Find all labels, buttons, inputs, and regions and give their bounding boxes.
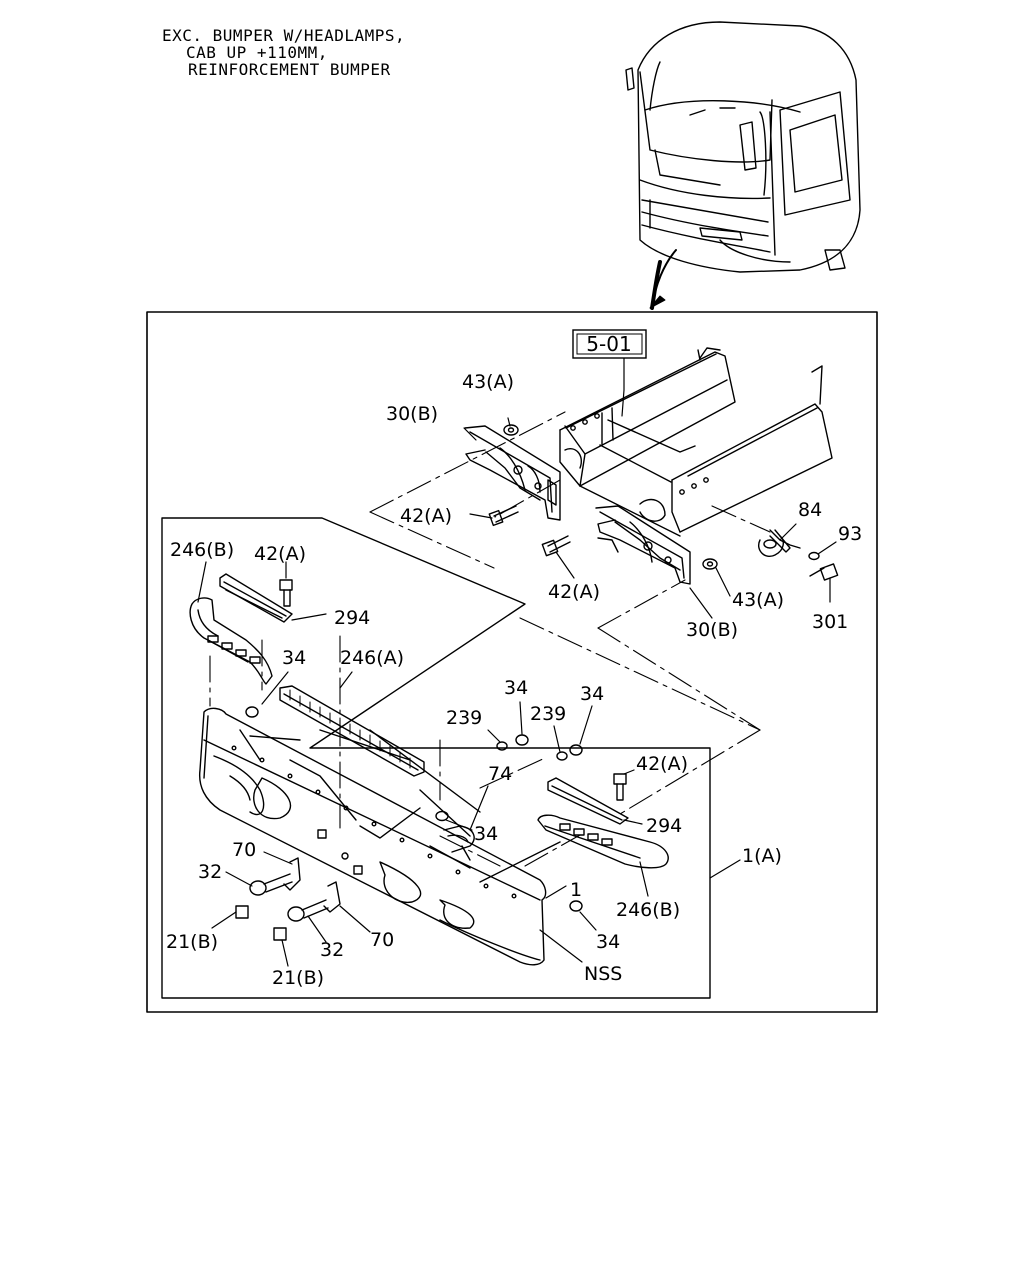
callout-1: 1	[570, 879, 582, 901]
rubber-21b-bottom	[273, 927, 287, 941]
callout-70-top: 70	[232, 839, 256, 861]
callout-70-bottom: 70	[370, 929, 394, 951]
callout-42a-top: 42(A)	[400, 505, 452, 527]
callout-93: 93	[838, 523, 862, 545]
callout-42a-left: 42(A)	[254, 543, 306, 565]
callout-1a: 1(A)	[742, 845, 782, 867]
callout-294-right: 294	[646, 815, 682, 837]
nut-34-c1	[515, 734, 529, 746]
stay-70-bottom	[323, 881, 341, 913]
bolt-42a-mid	[547, 535, 571, 553]
callout-32-left: 32	[198, 861, 222, 883]
callout-34-left: 34	[282, 647, 306, 669]
callout-nss: NSS	[584, 963, 622, 985]
header-line-1: EXC. BUMPER W/HEADLAMPS,	[162, 26, 406, 45]
bolt-42a-left	[279, 579, 293, 607]
callout-294-left: 294	[334, 607, 370, 629]
callout-30b-top: 30(B)	[386, 403, 438, 425]
callout-246b-right: 246(B)	[616, 899, 680, 921]
callout-42a-mid: 42(A)	[548, 581, 600, 603]
nut-34-c2	[569, 744, 583, 756]
callout-239-2: 239	[530, 703, 566, 725]
callouts: 43(A) 30(B) 42(A) 42(A) 43(A) 30(B) 84 9…	[166, 371, 862, 989]
callout-21b-left: 21(B)	[166, 931, 218, 953]
header-line-3: REINFORCEMENT BUMPER	[188, 60, 391, 79]
corner-cover-246b-left	[189, 597, 273, 685]
callout-42a-right2: 42(A)	[636, 753, 688, 775]
callout-34-c3: 34	[474, 823, 498, 845]
nut-34-center	[435, 810, 449, 822]
callout-34-bottom: 34	[596, 931, 620, 953]
center-grille-246a	[279, 685, 425, 777]
bolt-head	[488, 509, 504, 527]
bracket-30b-left	[464, 425, 561, 521]
bolt-32-bottom	[287, 899, 329, 922]
callout-301: 301	[812, 611, 848, 633]
nut-34-bottom	[569, 900, 583, 912]
callout-32-bottom: 32	[320, 939, 344, 961]
truck-cab-illustration	[625, 21, 861, 273]
bolt-42a-upper	[493, 505, 519, 523]
washer-239-1	[496, 741, 508, 751]
tow-hook-84	[758, 529, 801, 557]
rubber-21b-left	[235, 905, 249, 919]
reference-box-inner	[576, 333, 643, 355]
bolt-301	[809, 563, 839, 581]
callout-239-1: 239	[446, 707, 482, 729]
callout-74: 74	[488, 763, 512, 785]
nut-34-left	[245, 706, 259, 718]
bolt-32-left	[249, 873, 293, 896]
reference-box-label: 5-01	[586, 332, 631, 356]
outer-frame	[146, 311, 878, 1013]
reference-box	[572, 329, 647, 359]
callout-84: 84	[798, 499, 822, 521]
main-bumper	[198, 707, 561, 966]
bolt-42a-right2	[613, 773, 627, 801]
corner-cover-246b-right	[537, 814, 669, 869]
callout-34-c2: 34	[580, 683, 604, 705]
washer-93	[808, 551, 820, 561]
callout-34-c1: 34	[504, 677, 528, 699]
bracket-30b-right	[595, 505, 691, 585]
callout-43a-right: 43(A)	[732, 589, 784, 611]
callout-246b-left: 246(B)	[170, 539, 234, 561]
frame-rails	[559, 347, 833, 537]
callout-30b-right: 30(B)	[686, 619, 738, 641]
grille-294-left	[219, 573, 293, 623]
callout-246a: 246(A)	[340, 647, 404, 669]
callout-43a-top: 43(A)	[462, 371, 514, 393]
grille-294-right	[547, 777, 629, 825]
washer-239-2	[556, 751, 568, 761]
stay-70-top	[283, 857, 301, 891]
nut-43a-top	[503, 424, 519, 436]
header-line-2: CAB UP +110MM,	[186, 43, 328, 62]
nut-43a-right	[702, 558, 718, 570]
callout-21b-bottom: 21(B)	[272, 967, 324, 989]
